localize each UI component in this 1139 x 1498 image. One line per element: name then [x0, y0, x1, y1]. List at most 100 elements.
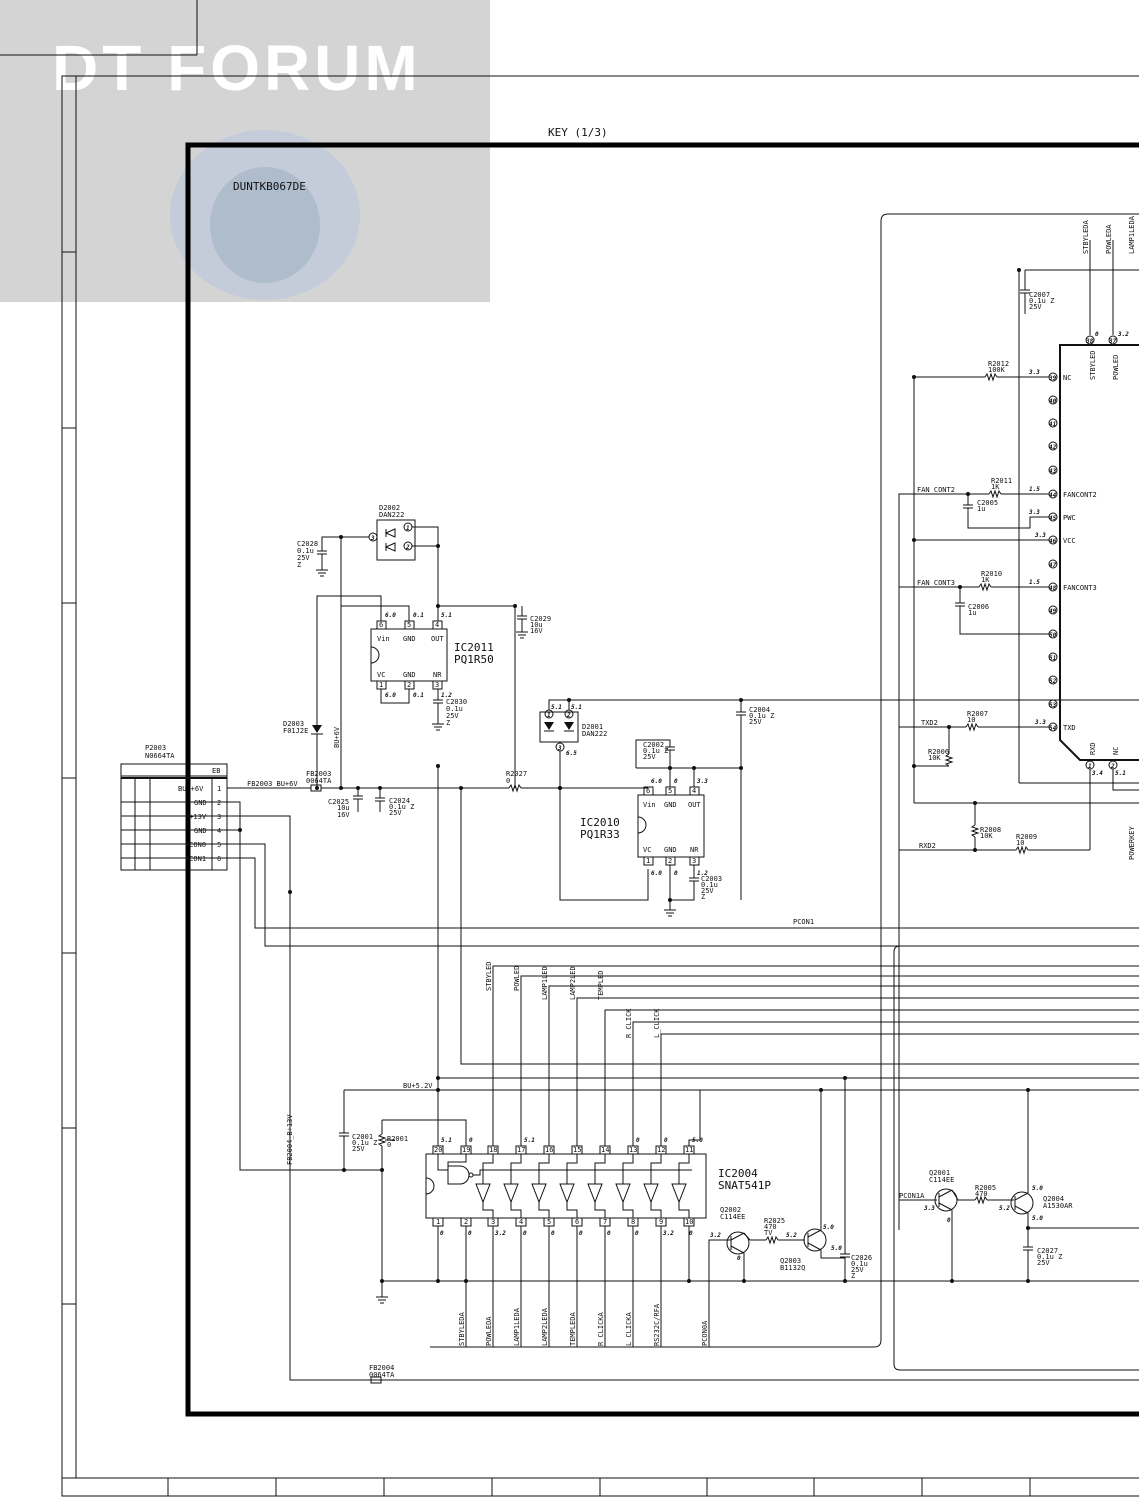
left-ticks — [62, 251, 76, 1305]
v-q2002-e: 0 — [737, 1255, 741, 1262]
q2001-part: C114EE — [929, 1176, 954, 1184]
ic2004-bottom-pin-boxes — [432, 1217, 695, 1227]
ic2010-ref: IC2010 — [580, 816, 620, 829]
r2008-value: 10K — [980, 832, 993, 840]
net-top-2: LAMP1LED — [541, 966, 549, 1000]
ic2004-pin-bot-4: 5 — [547, 1218, 551, 1226]
connector-pin-num-5: 5 — [217, 841, 221, 849]
ic2004-pin-top-7: 13 — [629, 1146, 637, 1154]
net-top-1: POWLED — [513, 966, 521, 991]
connector-pin-num-4: 4 — [217, 827, 221, 835]
r2010-ref: R2010 — [981, 570, 1002, 578]
d2001-pin-2: 2 — [566, 712, 571, 719]
v-q2004-e: 5.0 — [1032, 1185, 1043, 1192]
connector-pin-label-1: BU_+6V — [178, 785, 204, 793]
d2002-pin-1: 1 — [406, 525, 410, 532]
ic2004-v-bot-5: 0 — [579, 1230, 583, 1237]
d2002-pin-2: 2 — [405, 544, 410, 551]
connector-pin-label-2: GND — [194, 799, 207, 807]
r2012-value: 100K — [988, 366, 1006, 374]
connector-pin-label-4: GND — [194, 827, 207, 835]
connector-pin-num-1: 1 — [217, 785, 221, 793]
q2004-ref: Q2004 — [1043, 1195, 1064, 1203]
connector-pin-label-3: B+13V — [185, 813, 207, 821]
r2008-ref: R2008 — [980, 826, 1001, 834]
mcu: C2007 0.1u Z 25V STBYLEDA POWLEDA LAMP1L… — [898, 215, 1139, 1230]
mcu-label-46: VCC — [1063, 537, 1076, 545]
c2003-type: Z — [701, 893, 705, 901]
mcu-bot-label-0: RXD — [1089, 742, 1097, 755]
cap-c2027: C2027 0.1u Z 25V — [1023, 1246, 1062, 1283]
mcu-pin-53: 53 — [1049, 702, 1057, 709]
ic2004-pin-top-4: 16 — [545, 1146, 553, 1154]
c2029-value: 10u — [530, 621, 543, 629]
c2025-volt: 16V — [337, 811, 350, 819]
net-pcon1a: PCON1A — [899, 1192, 925, 1200]
ic2011-label-out: OUT — [431, 635, 444, 643]
connector-ref: P2003 — [145, 744, 166, 752]
net-bu52: BU+5.2V — [403, 1082, 433, 1090]
v-c2026: 5.0 — [831, 1245, 842, 1252]
ic2011-ref: IC2011 — [454, 641, 494, 654]
d2003-part: F01J2E — [283, 727, 308, 735]
mcu-bot-v-0: 3.4 — [1091, 770, 1103, 777]
ic2004-v-bot-3: 0 — [523, 1230, 527, 1237]
c2027-volt: 25V — [1037, 1259, 1050, 1267]
mcu-label-54: TXD — [1063, 724, 1076, 732]
net-fb2003-out: FB2003_BU+6V — [247, 780, 298, 788]
ic2004-pin-bot-8: 9 — [659, 1218, 663, 1226]
ic2004-pin-top-9: 11 — [685, 1146, 693, 1154]
q2001-ref: Q2001 — [929, 1169, 950, 1177]
q2003-part: B1132Q — [780, 1264, 805, 1272]
ic-ic2004: 20 19 18 17 16 15 14 13 12 11 1 2 3 4 5 … — [425, 1090, 771, 1283]
fb2003-part: 0064TA — [306, 777, 332, 785]
cap-c2030: C2030 0.1u 25V Z — [432, 698, 467, 731]
ic2004-v-top-3: 5.1 — [524, 1137, 535, 1144]
net-top-3: LAMP2LED — [569, 966, 577, 1000]
ic2004-pin-top-3: 17 — [517, 1146, 525, 1154]
net-bot-8: PCON0A — [701, 1320, 709, 1346]
v-q2001-e: 0 — [947, 1217, 951, 1224]
c2004-value: 0.1u Z — [749, 712, 774, 720]
c2027-ref: C2027 — [1037, 1247, 1058, 1255]
connector-pin-label-5: PCON0 — [185, 841, 206, 849]
ic2011-v-bot-2: 0.1 — [413, 692, 424, 699]
c2001-volt: 25V — [352, 1145, 365, 1153]
net-top-6: L_CLICK — [653, 1008, 661, 1038]
ic2004-body — [425, 1153, 707, 1219]
r2027-ref: R2027 — [506, 770, 527, 778]
mcu-pin-42: 42 — [1049, 444, 1057, 451]
ic2010-v-top-1: 6.0 — [651, 778, 662, 785]
r2005-ref: R2005 — [975, 1184, 996, 1192]
transistor-q2003: Q2003 B1132Q 5.0 5.2 — [780, 1088, 845, 1272]
c2005-ref: C2005 — [977, 499, 998, 507]
connector-header: EB — [212, 767, 220, 775]
d2001-pin-3: 3 — [557, 745, 562, 752]
ic2010-pin-bot-2: 2 — [668, 857, 672, 865]
c2004-ref: C2004 — [749, 706, 770, 714]
c2028-ref: C2028 — [297, 540, 318, 548]
connector-wiring: FB2003_BU+6V FB2004_B+13V PCON1 FB2004 0… — [227, 780, 1139, 1384]
net-bot-1: POWLEDA — [485, 1316, 493, 1346]
ic2011-label-nr: NR — [433, 671, 442, 679]
mcu-v-40: 3.3 — [1028, 369, 1040, 376]
mcu-pin-47: 47 — [1049, 562, 1057, 569]
cap-c2003: C2003 0.1u 25V Z — [664, 875, 722, 917]
mcu-top-pin-38: 38 — [1085, 338, 1094, 345]
d2001-ref: D2001 — [582, 723, 603, 731]
bottom-ticks — [167, 1478, 1031, 1496]
r2011-value: 1K — [991, 483, 1000, 491]
r2011-ref: R2011 — [991, 477, 1012, 485]
mcu-pin-46: 46 — [1049, 538, 1057, 545]
c2001-ref: C2001 — [352, 1133, 373, 1141]
ic2011-v-bot-3: 1.2 — [441, 692, 452, 699]
mcu-top-label-0: STBYLED — [1089, 350, 1097, 380]
mcu-v-45: 3.3 — [1028, 509, 1040, 516]
mcu-v-44: 1.5 — [1029, 486, 1040, 493]
mcu-label-48: FANCONT3 — [1063, 584, 1097, 592]
c2007-ref: C2007 — [1029, 291, 1050, 299]
ic2004-v-bot-0: 0 — [440, 1230, 444, 1237]
d2003-ref: D2003 — [283, 720, 304, 728]
q2002-ref: Q2002 — [720, 1206, 741, 1214]
